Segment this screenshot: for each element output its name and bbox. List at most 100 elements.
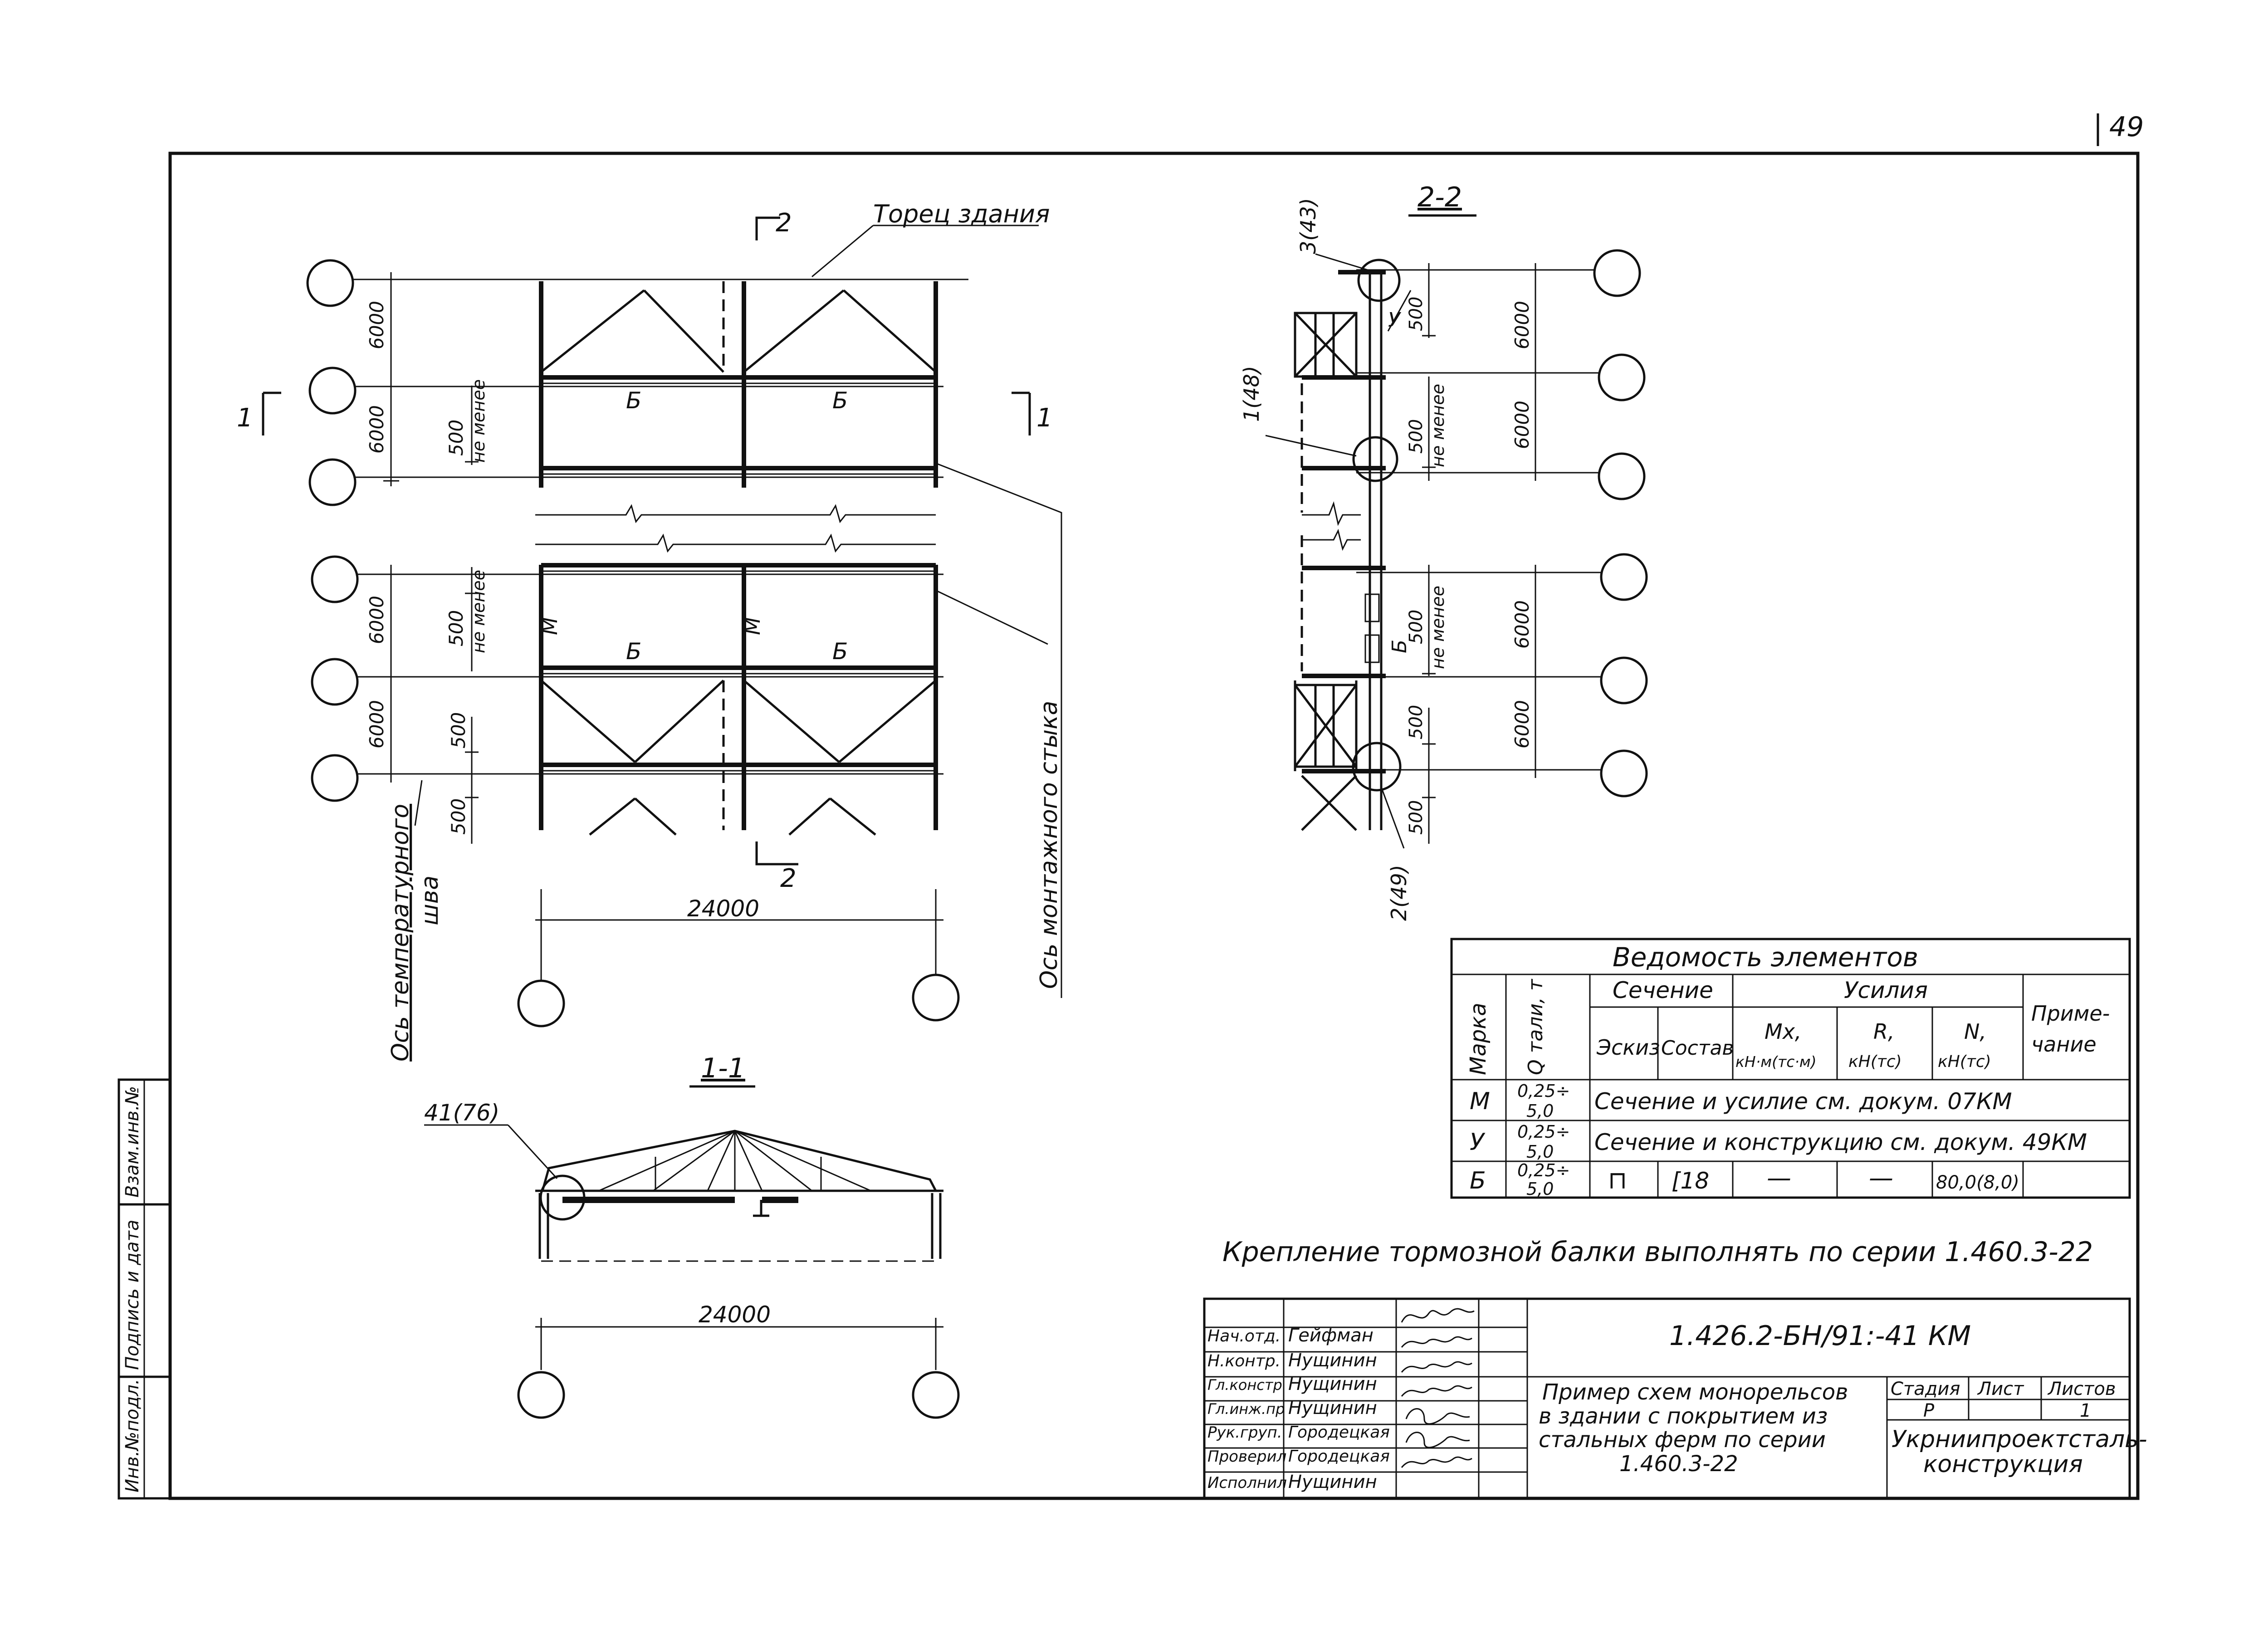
schedule-header-reaction-unit: кН(тс) (1848, 1052, 1902, 1071)
axis-bubble (1600, 749, 1648, 797)
plan-dim-6000: 6000 (366, 301, 388, 349)
stamp-role: Рук.груп. (1207, 1424, 1282, 1442)
stamp-name: Нущинин (1288, 1398, 1377, 1419)
plan-section-side-mark: 1 (237, 403, 253, 433)
schedule-header-moment: Mx, (1765, 1019, 1802, 1044)
schedule-header-axial-unit: кН(тс) (1938, 1052, 1991, 1071)
section-2-2-dim-not-less: не менее (1428, 586, 1448, 669)
section-2-2-dim-6000: 6000 (1511, 700, 1533, 748)
fastening-note: Крепление тормозной балки выполнять по с… (1222, 1236, 2093, 1268)
axis-bubble (1593, 249, 1641, 297)
stamp-name: Гейфман (1288, 1325, 1374, 1346)
axis-bubble (311, 754, 359, 802)
section-2-2: 2-2 (1239, 181, 1648, 921)
axis-bubble (311, 658, 359, 706)
stamp-role: Гл.констр (1207, 1376, 1282, 1394)
plan-support-label: М (538, 617, 562, 635)
side-stamp-label-signature: Подпись и дата (122, 1220, 143, 1370)
section-1-1-title: 1-1 (701, 1052, 745, 1084)
plan-dim-500: 500 (445, 420, 467, 456)
plan-dim-500: 500 (447, 798, 469, 835)
side-stamp: Взам.инв.№ Подпись и дата Инв.№подл. (117, 1078, 171, 1500)
section-2-2-dim-6000: 6000 (1511, 401, 1533, 449)
schedule-header-crane-q: Q тали, т (1524, 978, 1547, 1075)
schedule-row-axial: 80,0(8,0) (1936, 1172, 2019, 1193)
axis-bubble (912, 973, 960, 1022)
schedule-header-note: Приме- (2031, 1001, 2110, 1026)
schedule-header-axial: N, (1964, 1019, 1986, 1044)
stamp-name: Городецкая (1288, 1423, 1390, 1442)
axis-bubble (1598, 452, 1646, 500)
schedule-row-q-top: 0,25÷ (1517, 1160, 1570, 1180)
schedule-row-q-top: 0,25÷ (1517, 1122, 1570, 1142)
stamp-role: Исполнил (1207, 1474, 1287, 1492)
plan-span-dimension: 24000 (687, 895, 759, 922)
plan-mount-joint-axis-label: Ось монтажного стыка (1036, 701, 1063, 989)
plan-dim-500: 500 (447, 712, 469, 748)
axis-bubble (1600, 656, 1648, 704)
schedule-row-reaction: — (1869, 1164, 1893, 1192)
stamp-role: Проверил (1207, 1448, 1286, 1466)
schedule-row-q-top: 0,25÷ (1517, 1081, 1570, 1101)
section-1-1-span: 24000 (699, 1301, 771, 1328)
table-row: Б 0,25÷ 5,0 ⊓ [18 — — 80,0(8,0) (1470, 1160, 2019, 1199)
schedule-row-mark: Б (1470, 1167, 1486, 1194)
stage-header: Стадия (1891, 1379, 1960, 1399)
schedule-header-sketch: Эскиз (1596, 1035, 1660, 1060)
stamp-name: Нущинин (1288, 1472, 1377, 1492)
axis-bubble (308, 458, 357, 506)
side-stamp-label-inventory: Инв.№подл. (122, 1379, 143, 1492)
sheet-frame: 49 (168, 111, 2144, 1500)
document-code: 1.426.2-БН/91:-41 КМ (1669, 1320, 1971, 1352)
plan-building-end-label: Торец здания (873, 200, 1050, 228)
axis-bubble (308, 367, 357, 415)
axis-bubble (517, 979, 565, 1027)
section-2-2-dim-not-less: не менее (1428, 384, 1448, 467)
schedule-header-reaction: R, (1873, 1019, 1895, 1044)
schedule-row-q-bottom: 5,0 (1526, 1101, 1554, 1121)
section-2-2-callout-top: 3(43) (1296, 198, 1320, 254)
plan-view: 6000 6000 6000 6000 500 не менее 500 не … (237, 200, 1063, 1062)
plan-dim-not-less: не менее (469, 379, 489, 463)
plan-dim-not-less: не менее (469, 570, 489, 653)
title-block: 1.426.2-БН/91:-41 КМ Пример схем монорел… (1203, 1297, 2147, 1500)
elements-schedule: Ведомость элементов Марка Q тали, т Сече… (1450, 938, 2131, 1199)
document-title-line: 1.460.3-22 (1619, 1451, 1738, 1477)
stamp-role: Гл.инж.пр (1207, 1400, 1285, 1418)
plan-temp-joint-axis-label-2: шва (416, 876, 444, 925)
schedule-header-note-2: чание (2031, 1032, 2097, 1057)
axis-bubble (311, 555, 359, 603)
section-2-2-dim-500: 500 (1406, 419, 1427, 454)
plan-dim-6000: 6000 (366, 405, 388, 454)
section-2-2-title: 2-2 (1418, 181, 1462, 213)
plan-dim-500: 500 (445, 610, 467, 646)
schedule-row-sketch: ⊓ (1608, 1166, 1627, 1194)
schedule-header-forces: Усилия (1844, 977, 1928, 1003)
document-title-line: в здании с покрытием из (1539, 1404, 1828, 1429)
schedule-row-text: Сечение и конструкцию см. докум. 49КМ (1594, 1129, 2087, 1155)
plan-dim-6000: 6000 (366, 596, 388, 644)
sheets-header: Листов (2047, 1379, 2116, 1399)
section-2-2-label-b: Б (1388, 640, 1411, 653)
schedule-row-mark: М (1470, 1088, 1490, 1115)
axis-bubble (912, 1371, 960, 1419)
schedule-row-composition: [18 (1672, 1168, 1709, 1194)
plan-dim-6000: 6000 (366, 700, 388, 748)
stage-value: Р (1923, 1400, 1935, 1421)
schedule-title: Ведомость элементов (1613, 942, 1918, 973)
schedule-row-q-bottom: 5,0 (1526, 1142, 1554, 1162)
stamp-role: Нач.отд. (1207, 1327, 1281, 1345)
schedule-row-moment: — (1767, 1164, 1791, 1192)
schedule-header-mark: Марка (1466, 1003, 1491, 1075)
section-2-2-dim-6000: 6000 (1511, 600, 1533, 649)
schedule-header-section: Сечение (1613, 977, 1713, 1003)
table-row: М 0,25÷ 5,0 Сечение и усилие см. докум. … (1470, 1081, 2012, 1121)
schedule-header-moment-unit: кН·м(тс·м) (1735, 1053, 1817, 1071)
section-1-1-callout: 41(76) (424, 1100, 499, 1126)
stamp-people: Нач.отд. Гейфман Н.контр. Нущинин Гл.кон… (1207, 1325, 1390, 1492)
section-2-2-callout-bottom: 2(49) (1387, 865, 1411, 921)
axis-bubble (1600, 553, 1648, 601)
plan-beam-label: Б (626, 387, 641, 414)
plan-beam-label: Б (832, 638, 848, 665)
